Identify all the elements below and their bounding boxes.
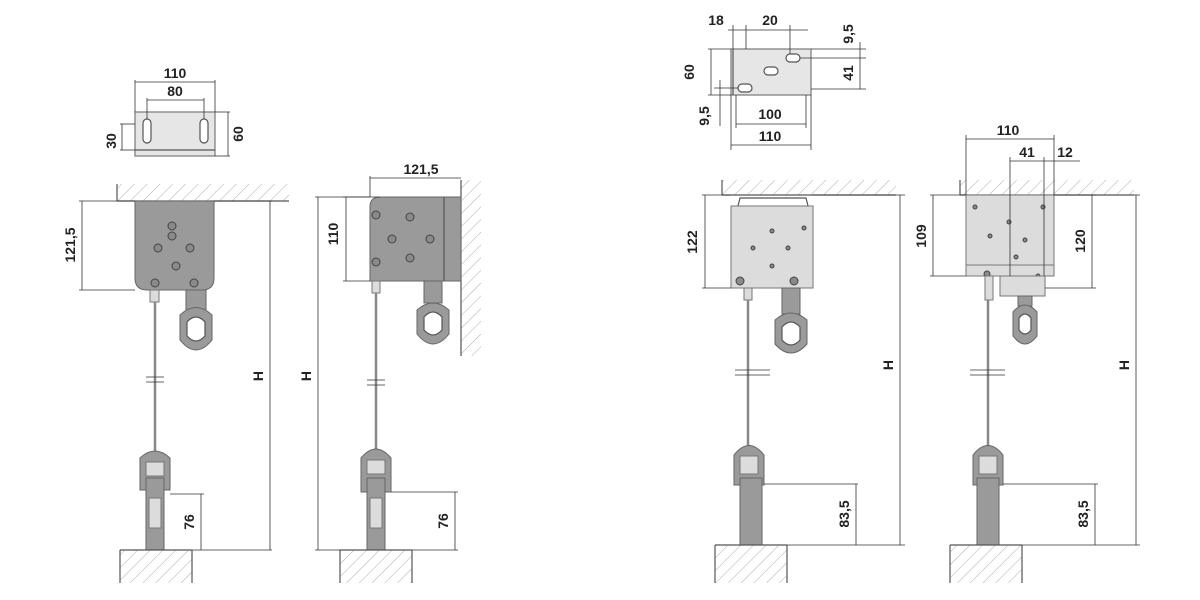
wall-hatch — [461, 180, 481, 356]
dim-30: 30 — [103, 133, 119, 149]
dim-121-5-side: 121,5 — [403, 161, 438, 177]
dim-110-large: 110 — [759, 128, 782, 144]
slot-hole — [142, 118, 152, 144]
large-side-view: 110 41 12 109 120 H 83,5 — [913, 122, 1140, 583]
dim-18: 18 — [708, 12, 724, 28]
dim-80: 80 — [167, 83, 183, 99]
small-bracket-view: 110 80 30 60 — [103, 65, 246, 157]
dim-12-side: 12 — [1057, 144, 1073, 160]
dim-110-side: 110 — [325, 222, 341, 245]
dim-60: 60 — [230, 126, 246, 142]
dim-41-right: 41 — [840, 65, 856, 81]
dim-121-5: 121,5 — [62, 227, 78, 262]
dim-H-large: H — [880, 360, 896, 370]
dim-122: 122 — [684, 230, 700, 254]
dim-83-5: 83,5 — [836, 500, 852, 527]
small-front-view: 121,5 H 76 — [62, 184, 289, 583]
dim-9-5-left: 9,5 — [696, 106, 712, 126]
dim-120: 120 — [1072, 229, 1088, 253]
dim-83-5-side: 83,5 — [1075, 500, 1091, 527]
dim-60-large: 60 — [681, 64, 697, 80]
small-side-view: 121,5 110 H 76 — [298, 161, 481, 583]
large-front-view: 122 H 83,5 — [684, 180, 905, 583]
retractor-housing-side — [369, 196, 462, 282]
retractor-housing — [134, 200, 215, 291]
dim-100: 100 — [758, 106, 782, 122]
dim-76-side: 76 — [435, 513, 451, 529]
dim-109: 109 — [913, 224, 929, 248]
dim-H-large-side: H — [1116, 360, 1132, 370]
large-bracket-view: 18 20 9,5 41 60 9,5 100 110 — [681, 12, 866, 150]
dim-110: 110 — [164, 65, 187, 81]
dim-76: 76 — [181, 514, 197, 530]
dim-H-side: H — [298, 371, 314, 381]
dim-9-5-right: 9,5 — [840, 24, 856, 44]
retractor-housing-large — [730, 205, 814, 289]
ceiling-hatch — [117, 184, 289, 201]
dim-41-side: 41 — [1019, 144, 1035, 160]
dim-20: 20 — [762, 12, 778, 28]
slot-hole — [199, 118, 209, 144]
dim-H: H — [250, 371, 266, 381]
floor-hatch — [120, 550, 192, 583]
dim-110-large-side: 110 — [997, 122, 1020, 138]
